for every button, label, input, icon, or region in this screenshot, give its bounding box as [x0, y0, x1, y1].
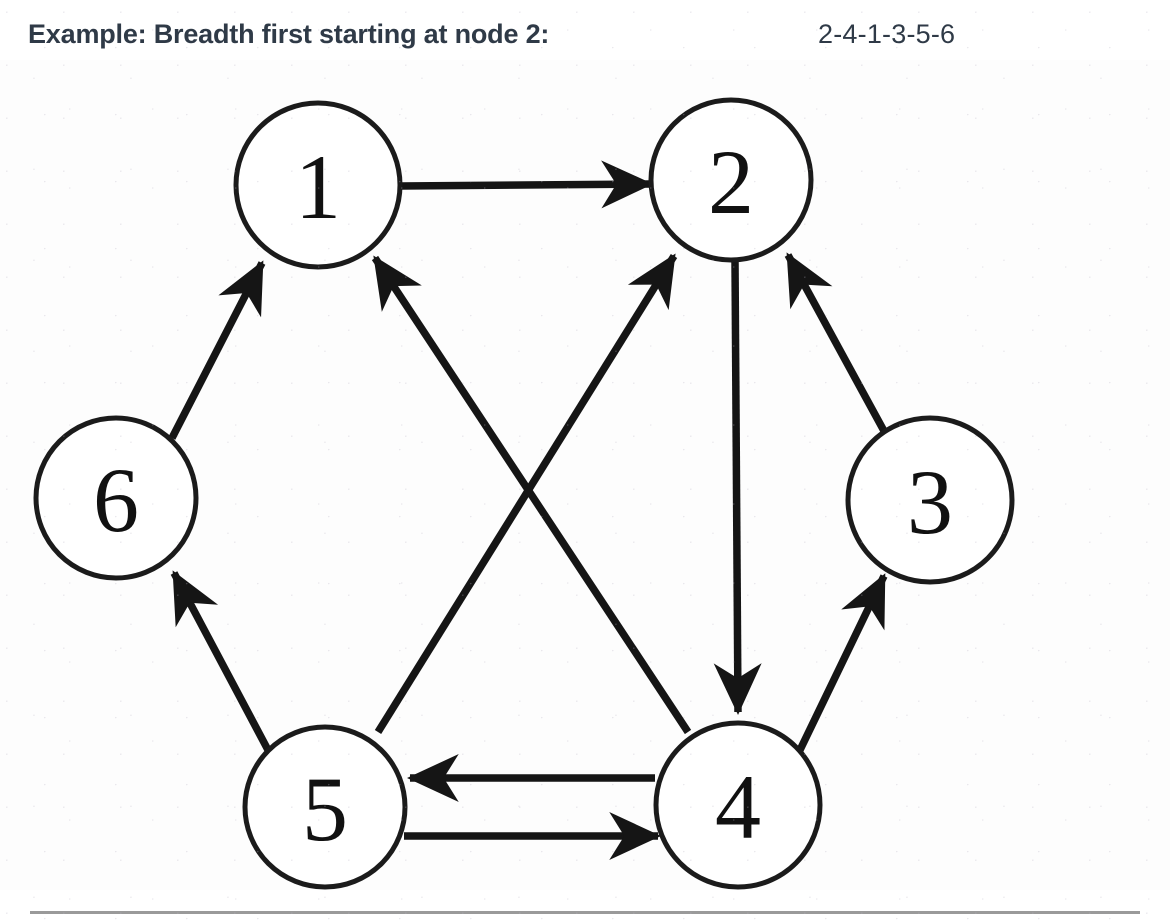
- node-label-2: 2: [708, 131, 754, 233]
- node-label-1: 1: [295, 136, 341, 238]
- node-circle-4[interactable]: [653, 720, 823, 890]
- page-title: Example: Breadth first starting at node …: [28, 19, 550, 49]
- node-circle-1[interactable]: [233, 100, 403, 270]
- edge-6-to-1: [168, 260, 266, 440]
- edge-2-to-4: [713, 260, 762, 715]
- graph-node-3[interactable]: 3: [845, 415, 1015, 585]
- edge-3-to-2: [784, 252, 894, 444]
- graph-node-5[interactable]: 5: [242, 724, 408, 890]
- node-label-4: 4: [715, 756, 761, 858]
- node-layer: 1 2 3 4 5 6: [33, 97, 1015, 890]
- graph-node-2[interactable]: 2: [648, 97, 814, 263]
- edge-1-to-2: [400, 160, 653, 209]
- edge-4-to-3: [796, 573, 888, 752]
- directed-graph-canvas: 1 2 3 4 5 6: [33, 97, 1015, 890]
- edge-layer: [168, 160, 894, 860]
- node-circle-2[interactable]: [648, 97, 814, 263]
- graph-node-4[interactable]: 4: [653, 720, 823, 890]
- node-circle-3[interactable]: [845, 415, 1015, 585]
- node-circle-5[interactable]: [242, 724, 408, 890]
- edge-5-to-6: [170, 570, 272, 752]
- graph-node-6[interactable]: 6: [33, 415, 199, 581]
- node-label-6: 6: [93, 449, 139, 551]
- node-label-3: 3: [907, 451, 953, 553]
- header-row: Example: Breadth first starting at node …: [0, 0, 1170, 70]
- node-circle-6[interactable]: [33, 415, 199, 581]
- node-label-5: 5: [302, 758, 348, 860]
- traversal-sequence: 2-4-1-3-5-6: [818, 19, 956, 49]
- graph-figure: 1 2 3 4 5 6: [0, 60, 1170, 890]
- edge-5-to-2: [374, 253, 678, 734]
- bottom-divider: [30, 911, 1140, 914]
- edge-4-to-1: [371, 255, 692, 735]
- graph-node-1[interactable]: 1: [233, 100, 403, 270]
